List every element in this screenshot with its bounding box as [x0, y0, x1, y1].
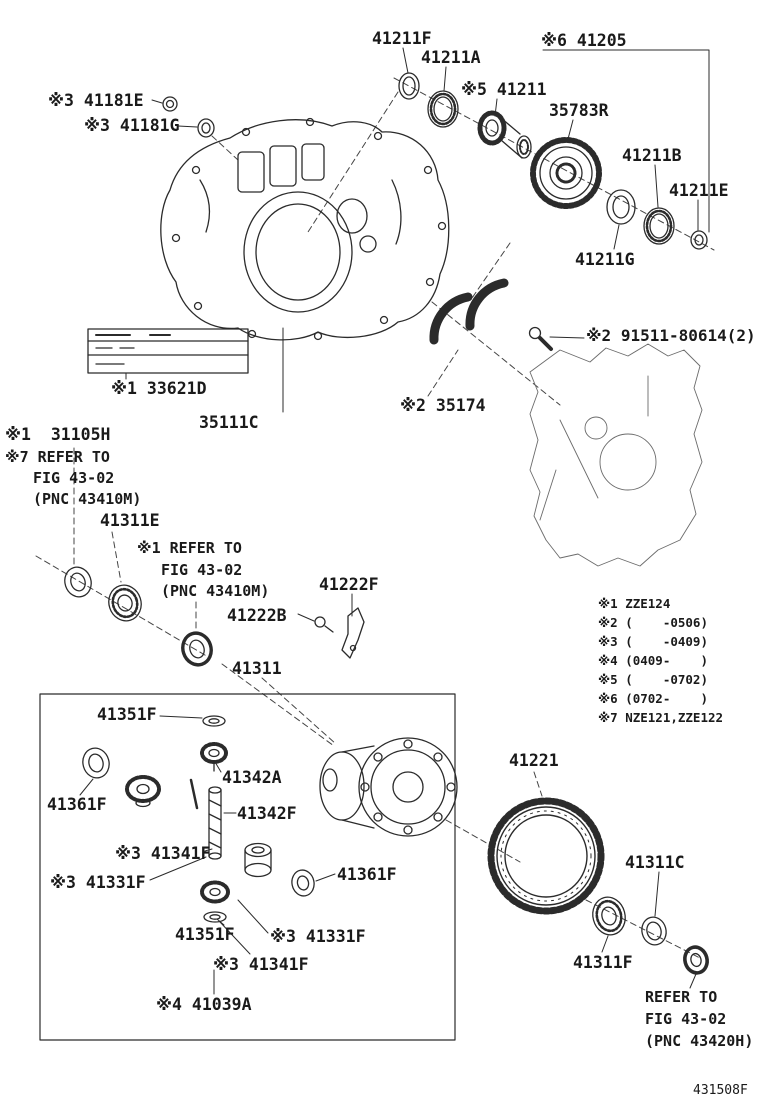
part-label-41342a: 41342A — [222, 768, 282, 787]
legend-line-4: ※4 (0409- ) — [598, 653, 708, 668]
part-label-41311e: 41311E — [100, 511, 160, 530]
legend-line-1: ※1 ZZE124 — [598, 596, 671, 611]
diff-internal-parts-drawing — [39, 693, 456, 1041]
ring-gear-drawing — [487, 797, 605, 915]
legend-line-3: ※3 ( -0409) — [598, 634, 708, 649]
side-bearing-drawing — [592, 896, 709, 975]
note-refer-mid-line3: (PNC 43410M) — [161, 582, 270, 600]
note-refer-mid-line2: FIG 43-02 — [161, 561, 243, 579]
leader-lines — [79, 47, 710, 995]
part-label-41211b: 41211B — [622, 146, 682, 165]
caution-plate-drawing — [87, 328, 249, 374]
part-label-41211e: 41211E — [669, 181, 729, 200]
part-label-41039a: ※4 41039A — [156, 995, 252, 1014]
figure-number: 431508F — [693, 1083, 748, 1098]
part-label-35111c: 35111C — [199, 413, 259, 432]
part-label-41311: 41311 — [232, 659, 282, 678]
legend-line-6: ※6 (0702- ) — [598, 691, 708, 706]
note-refer-left-line1: ※7 REFER TO — [5, 448, 110, 466]
part-label-41311c: 41311C — [625, 853, 685, 872]
bearing-retainer-drawing — [429, 278, 553, 351]
part-label-41331f-bottom: ※3 41331F — [270, 927, 366, 946]
part-label-41341f-top: ※3 41341F — [115, 844, 211, 863]
note-refer-bottom-line1: REFER TO — [645, 988, 718, 1006]
legend-line-7: ※7 NZE121,ZZE122 — [598, 710, 724, 725]
part-label-41222f: 41222F — [319, 575, 379, 594]
part-label-41211a: 41211A — [421, 48, 481, 67]
input-shaft-assembly-drawing — [398, 72, 708, 250]
part-label-91511-80614: ※2 91511-80614(2) — [586, 326, 756, 345]
part-label-41221: 41221 — [509, 751, 559, 770]
part-label-41331f-top: ※3 41331F — [50, 873, 146, 892]
note-refer-bottom-line2: FIG 43-02 — [645, 1010, 727, 1028]
part-label-41211g: 41211G — [575, 250, 635, 269]
transaxle-housing-drawing — [160, 117, 450, 341]
part-label-33621d: ※1 33621D — [111, 379, 207, 398]
axis-dash-lines — [35, 77, 715, 959]
part-label-41361f-right: 41361F — [337, 865, 397, 884]
part-label-41341f-bottom: ※3 41341F — [213, 955, 309, 974]
part-label-35174: ※2 35174 — [400, 396, 486, 415]
part-label-41311f: 41311F — [573, 953, 633, 972]
legend-line-5: ※5 ( -0702) — [598, 672, 708, 687]
differential-case-drawing — [319, 737, 458, 837]
part-label-41351f-bottom: 41351F — [175, 925, 235, 944]
part-label-41361f-left: 41361F — [47, 795, 107, 814]
part-label-41181g: ※3 41181G — [84, 116, 180, 135]
part-label-31105h: ※1 31105H — [5, 425, 111, 444]
note-refer-left-line3: (PNC 43410M) — [33, 490, 142, 508]
note-refer-left-line2: FIG 43-02 — [33, 469, 115, 487]
part-label-41351f-top: 41351F — [97, 705, 157, 724]
part-label-35783r: 35783R — [549, 101, 609, 120]
part-label-41181e: ※3 41181E — [48, 91, 144, 110]
note-refer-mid-line1: ※1 REFER TO — [137, 539, 242, 557]
part-label-41342f: 41342F — [237, 804, 297, 823]
part-label-41211: ※5 41211 — [461, 80, 547, 99]
note-refer-bottom-line3: (PNC 43420H) — [645, 1032, 754, 1050]
diff-side-parts-drawing — [64, 566, 365, 667]
engine-block-outline-drawing — [529, 343, 703, 567]
legend-line-2: ※2 ( -0506) — [598, 615, 708, 630]
part-label-41205: ※6 41205 — [541, 31, 627, 50]
part-label-41211f: 41211F — [372, 29, 432, 48]
breather-plug-drawing — [162, 96, 215, 138]
part-label-41222b: 41222B — [227, 606, 287, 625]
